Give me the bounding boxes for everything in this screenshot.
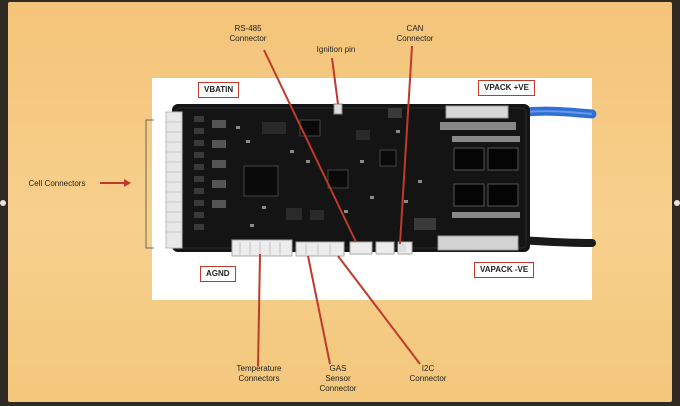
label-vbatin: VBATIN — [198, 82, 240, 98]
arrow-can — [399, 45, 413, 245]
arrow-ignition — [331, 57, 339, 105]
label-gas-sensor-connector: GAS Sensor Connector — [319, 364, 357, 393]
ignition-pin-part — [333, 103, 343, 115]
bottom-header-pins — [437, 235, 519, 251]
top-header-pins — [445, 105, 509, 119]
arrow-temperature — [257, 253, 261, 367]
pcb-board — [172, 104, 530, 252]
label-cell-connectors: Cell Connectors — [28, 179, 86, 188]
gas-sensor-connector-block — [295, 241, 345, 257]
label-vpack-negative: VAPACK -VE — [474, 262, 535, 278]
arrow-i2c — [337, 255, 421, 365]
label-agnd: AGND — [200, 266, 236, 282]
label-temperature-connectors: Temperature Connectors — [236, 364, 282, 383]
callout-arrows — [100, 45, 421, 367]
arrow-gas — [307, 255, 331, 365]
left-edge-dot — [0, 200, 6, 206]
label-ignition-pin: Ignition pin — [316, 45, 356, 54]
cable-blue — [520, 106, 597, 119]
cable-black — [516, 236, 596, 247]
label-vpack-positive: VPACK +VE — [478, 80, 535, 96]
label-can-connector: CAN Connector — [396, 24, 434, 43]
cell-connector-bracket — [145, 119, 154, 249]
main-mcu-chip — [243, 165, 279, 197]
arrow-rs485 — [263, 49, 357, 243]
right-edge-dot — [674, 200, 680, 206]
label-i2c-connector: I2C Connector — [409, 364, 447, 383]
cell-connector-block — [165, 111, 183, 249]
label-rs485: RS-485 Connector — [229, 24, 267, 43]
temperature-connector-block — [231, 239, 293, 257]
